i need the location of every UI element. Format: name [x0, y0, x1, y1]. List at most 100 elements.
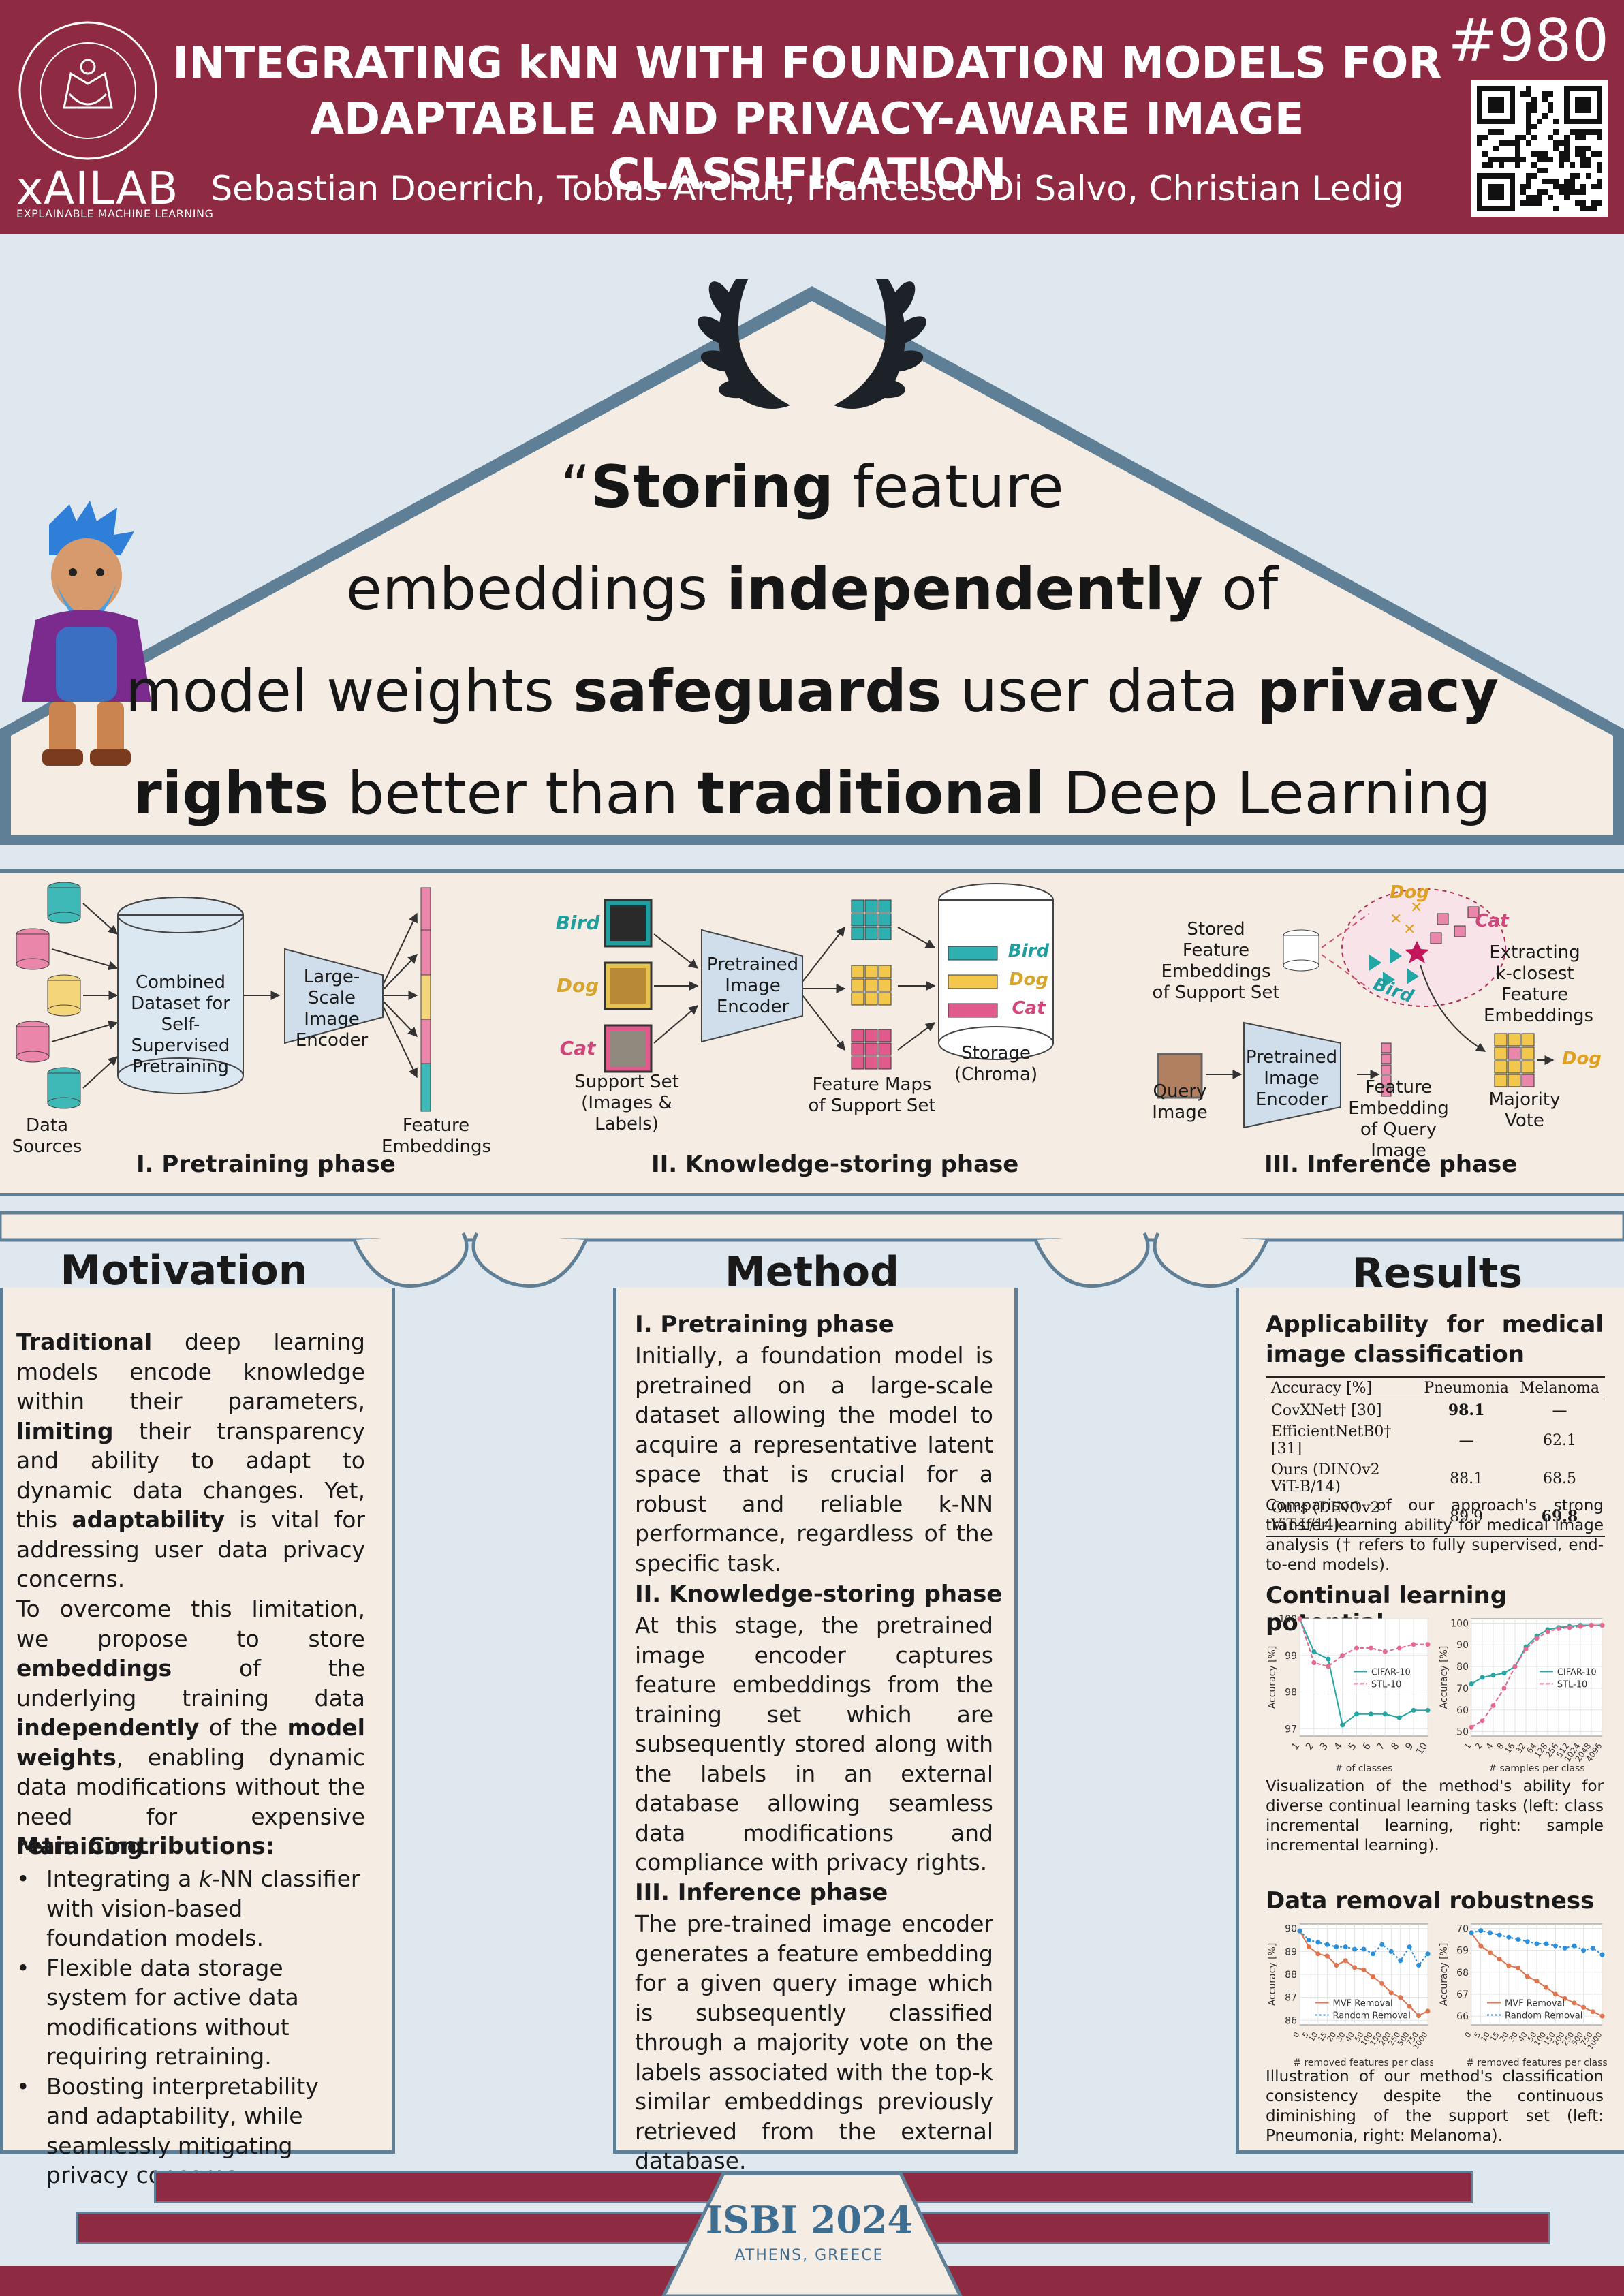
- svg-text:✕: ✕: [1410, 899, 1422, 916]
- y-tick-label: 98: [1285, 1688, 1297, 1698]
- x-tick-label: 0: [1463, 2030, 1473, 2039]
- data-point: [1340, 1653, 1345, 1658]
- table-row: CovXNet† [30]98.1—: [1266, 1399, 1605, 1422]
- mot-bold-7: retraining: [16, 1833, 144, 1859]
- contrib-1-k: k: [198, 1865, 212, 1892]
- data-point: [1334, 1944, 1339, 1950]
- label-pretrained-encoder-3: Pretrained Image Encoder: [1245, 1047, 1338, 1110]
- data-point: [1297, 1928, 1302, 1934]
- mot-text-8: .: [143, 1833, 151, 1859]
- data-point: [1567, 1625, 1572, 1630]
- y-tick-label: 68: [1456, 1968, 1469, 1979]
- data-point: [1311, 1660, 1317, 1665]
- quote-bold-2: independently: [726, 555, 1203, 623]
- mot-text-2: their transparency and ability to adapt …: [16, 1417, 365, 1534]
- table-cell: 88.1: [1450, 1470, 1484, 1487]
- data-point: [1334, 1963, 1339, 1968]
- data-point: [1572, 2000, 1577, 2006]
- university-seal-icon: [18, 21, 157, 160]
- x-tick-label: 1: [1463, 1741, 1473, 1751]
- feature-map-grids: [851, 899, 892, 1070]
- y-tick-label: 67: [1456, 1989, 1469, 2000]
- y-tick-label: 89: [1285, 1946, 1297, 1957]
- method-heading-1: I. Pretraining phase: [635, 1311, 894, 1338]
- data-point: [1398, 1995, 1403, 2000]
- x-axis-label: # samples per class: [1488, 1763, 1584, 1774]
- data-point: [1379, 1942, 1385, 1947]
- data-point: [1297, 1616, 1302, 1622]
- table-header-cell: Accuracy [%]: [1271, 1380, 1373, 1397]
- y-axis-label: Accuracy [%]: [1439, 1646, 1450, 1709]
- storage-cylinder: [938, 883, 1054, 1060]
- y-axis-label: Accuracy [%]: [1439, 1943, 1450, 2006]
- data-point: [1382, 1711, 1388, 1717]
- data-point: [1525, 1939, 1530, 1944]
- contribution-item: Boosting interpretability and adaptabili…: [16, 2072, 365, 2190]
- contribution-item: Integrating a k-NN classifier with visio…: [16, 1864, 365, 1953]
- label-feature-embeddings: Feature Embeddings: [381, 1115, 492, 1157]
- table-cell: 68.5: [1542, 1470, 1576, 1487]
- data-point: [1324, 1953, 1330, 1959]
- y-tick-label: 70: [1456, 1684, 1469, 1694]
- data-point: [1388, 1990, 1394, 1996]
- data-point: [1497, 1932, 1502, 1938]
- method-paragraph-3: The pre-trained image encoder generates …: [635, 1910, 993, 2174]
- data-point: [1478, 1928, 1484, 1934]
- label-extracting: Extracting k-closest Feature Embeddings: [1484, 942, 1594, 1026]
- data-point: [1425, 2008, 1431, 2014]
- data-point: [1354, 1645, 1360, 1651]
- label-bird: Bird: [555, 912, 600, 934]
- data-point: [1501, 1671, 1507, 1676]
- x-tick-label: 4: [1484, 1741, 1495, 1751]
- data-point: [1388, 1949, 1394, 1954]
- label-data-sources: Data Sources: [12, 1115, 82, 1157]
- mot-bold-6: model weights: [16, 1714, 365, 1771]
- table-cell: EfficientNetB0† [31]: [1271, 1423, 1392, 1457]
- results-caption-3: Illustration of our method's classificat…: [1266, 2068, 1604, 2145]
- label-stored-embeddings: Stored Feature Embeddings of Support Set: [1152, 919, 1280, 1003]
- mot-text-3: is vital for addressing user data privac…: [16, 1506, 365, 1592]
- data-point: [1368, 1711, 1373, 1717]
- method-column: [613, 1288, 1018, 2154]
- author-list: Sebastian Doerrich, Tobias Archut, Franc…: [210, 169, 1404, 208]
- data-point: [1578, 1624, 1583, 1629]
- contributions-list: Integrating a k-NN classifier with visio…: [16, 1864, 365, 2190]
- data-point: [1556, 1626, 1561, 1631]
- quote-line-2: embeddings independently of: [0, 538, 1624, 640]
- series-line: [1299, 1618, 1428, 1667]
- y-tick-label: 70: [1456, 1923, 1469, 1934]
- data-point: [1525, 1974, 1530, 1979]
- label-query-image: Query Image: [1152, 1081, 1208, 1123]
- x-axis-label: # removed features per class: [1466, 2058, 1607, 2068]
- legend-label: CIFAR-10: [1557, 1667, 1597, 1677]
- table-cell: 62.1: [1542, 1431, 1576, 1449]
- title-line-1: INTEGRATING kNN WITH FOUNDATION MODELS F…: [172, 38, 1442, 89]
- y-tick-label: 87: [1285, 1993, 1297, 2004]
- method-paragraph-1: Initially, a foundation model is pretrai…: [635, 1342, 993, 1577]
- table-cell: Ours (DINOv2 ViT-L/14): [1271, 1500, 1380, 1534]
- x-tick-label: 5: [1347, 1741, 1359, 1752]
- data-point: [1326, 1656, 1331, 1662]
- data-point: [1523, 1647, 1529, 1652]
- mot-text-5: of the underlying training data: [16, 1655, 365, 1711]
- mot-text-6: of the: [199, 1714, 287, 1741]
- label-combined-dataset: Combined Dataset for Self-Supervised Pre…: [131, 972, 230, 1077]
- data-point: [1478, 1943, 1484, 1949]
- data-point: [1306, 1944, 1311, 1950]
- mot-text-1: deep learning models encode knowledge wi…: [16, 1329, 365, 1414]
- qr-code-icon[interactable]: [1471, 80, 1608, 217]
- data-point: [1416, 1963, 1422, 1968]
- quote-text-2: embeddings: [345, 555, 727, 623]
- data-point: [1480, 1675, 1485, 1680]
- data-point: [1469, 1724, 1474, 1730]
- data-point: [1544, 1941, 1549, 1946]
- data-point: [1407, 1944, 1412, 1950]
- data-point: [1352, 1965, 1358, 1970]
- data-point: [1396, 1715, 1402, 1720]
- label-majority-vote: Majority Vote: [1488, 1089, 1561, 1131]
- data-point: [1411, 1642, 1416, 1647]
- y-tick-label: 80: [1456, 1662, 1469, 1673]
- data-source-cylinders: [16, 882, 81, 1109]
- results-section-1-title: Applicability for medical image classifi…: [1266, 1311, 1604, 1368]
- data-point: [1411, 1707, 1416, 1713]
